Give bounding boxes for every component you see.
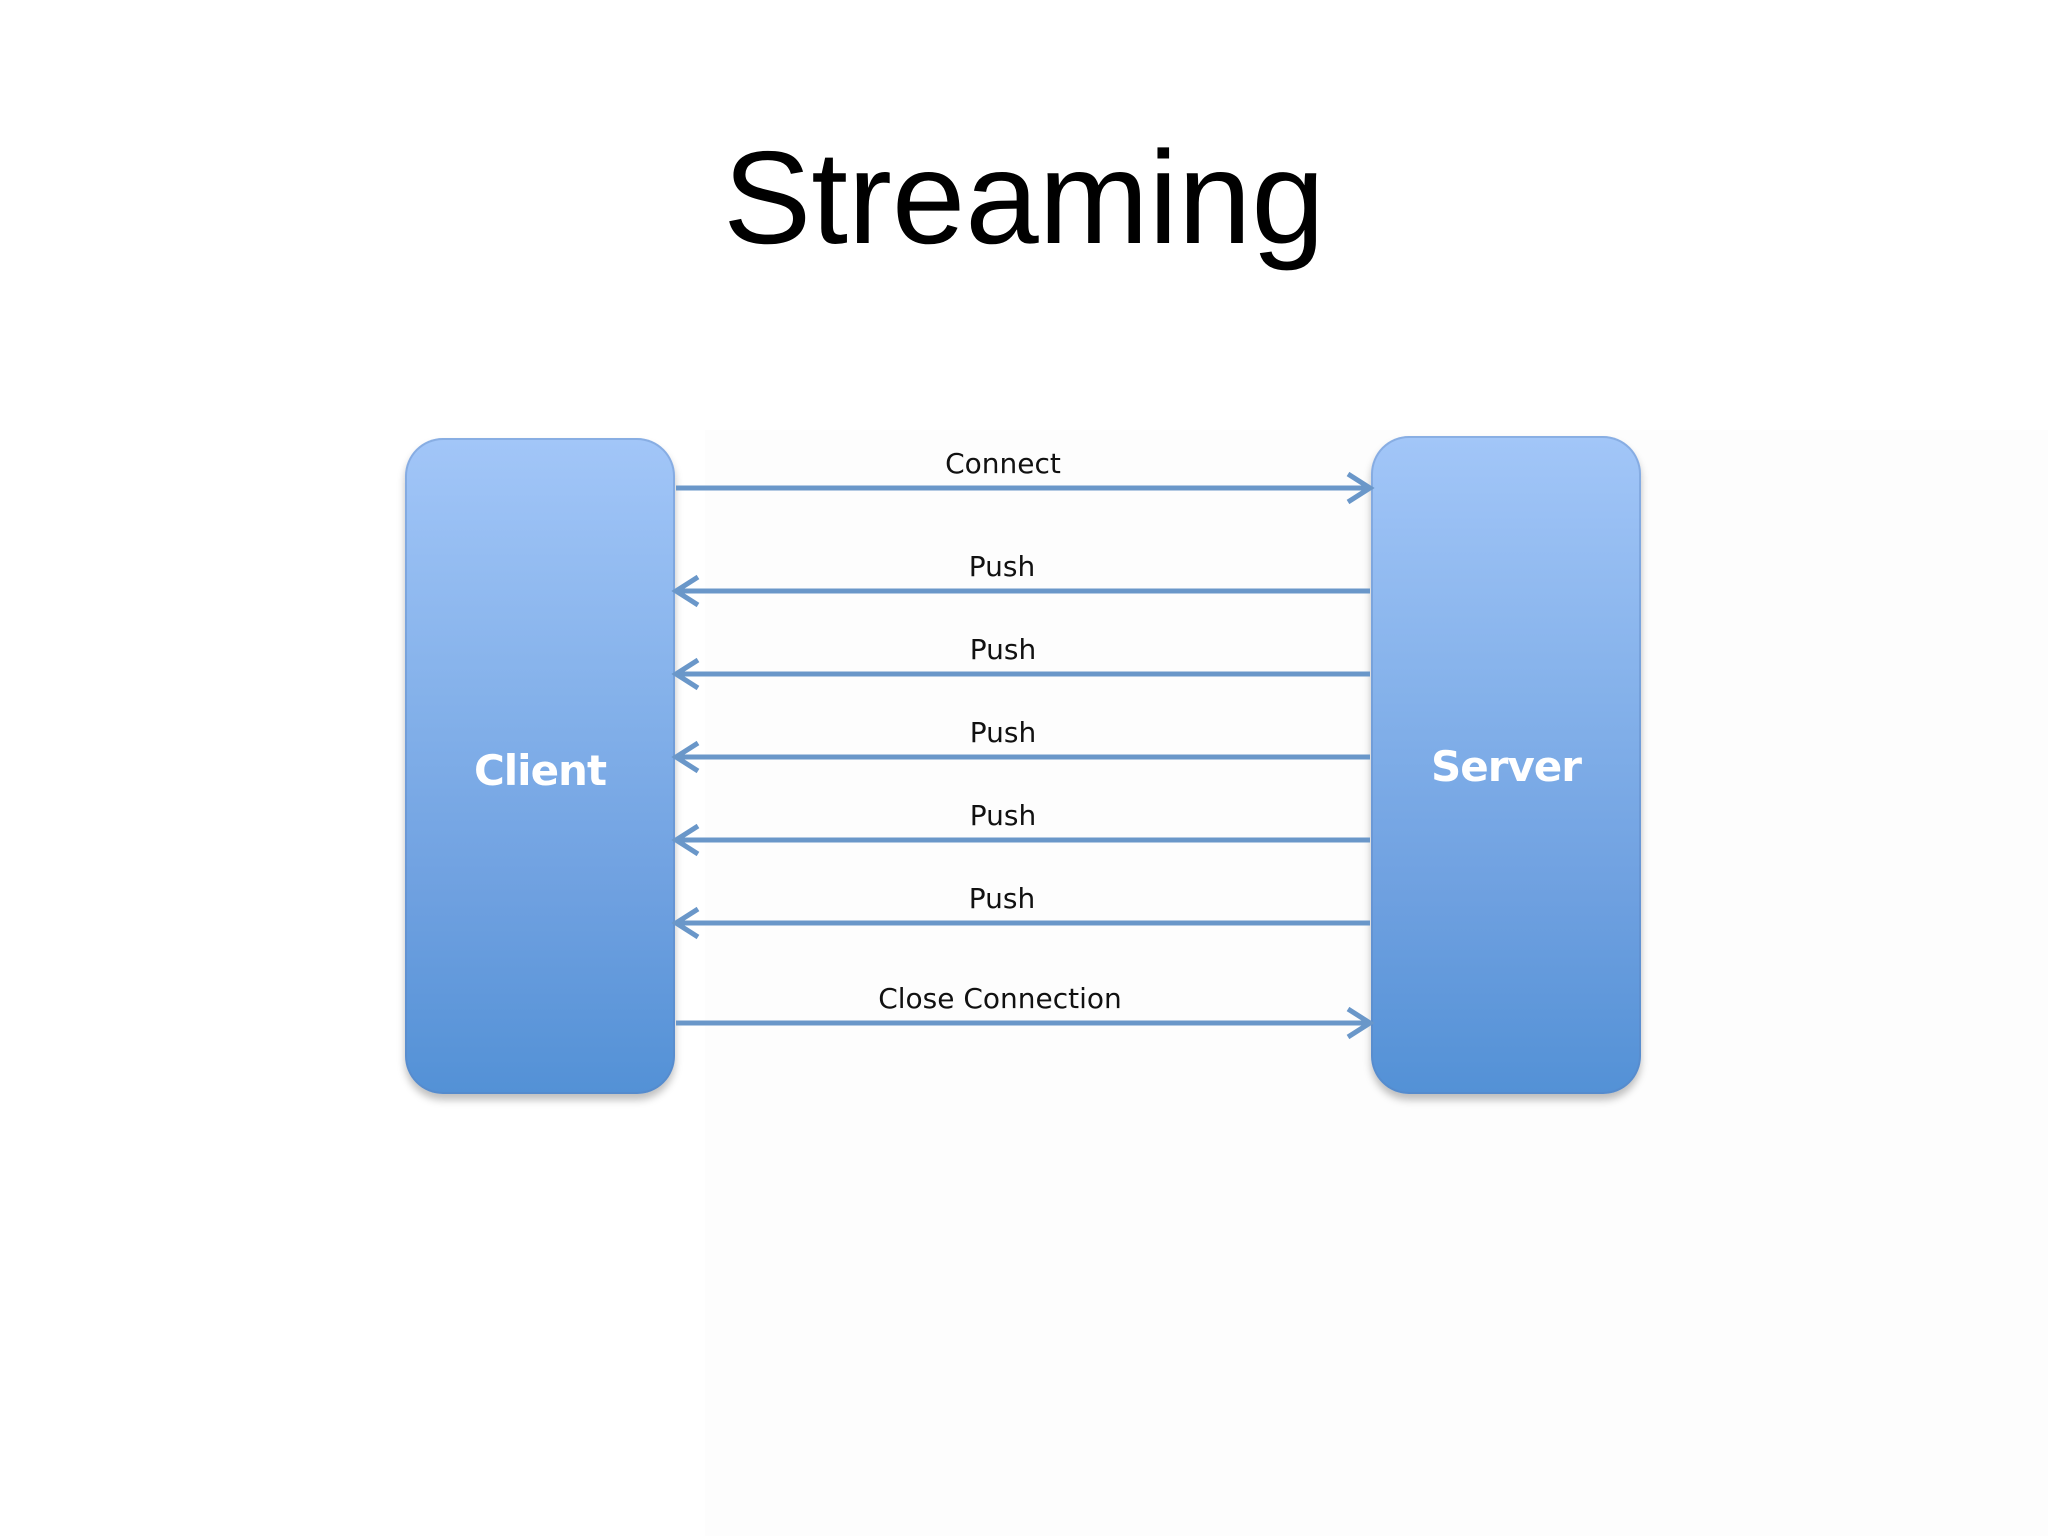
message-arrow-7: Close Connection — [676, 982, 1375, 1040]
server-node: Server — [1371, 436, 1641, 1094]
arrowhead-icon — [671, 657, 700, 691]
message-label: Push — [970, 799, 1036, 832]
arrowhead-icon — [1346, 471, 1375, 505]
arrowhead-icon — [671, 906, 700, 940]
slide-title: Streaming — [723, 124, 1325, 271]
message-label: Connect — [945, 447, 1061, 480]
message-label: Push — [969, 882, 1035, 915]
arrowhead-icon — [671, 574, 700, 608]
message-arrow-5: Push — [671, 799, 1370, 857]
arrowhead-icon — [671, 823, 700, 857]
arrowhead-icon — [671, 740, 700, 774]
message-label: Push — [970, 716, 1036, 749]
message-arrow-1: Connect — [676, 447, 1375, 505]
message-arrow-4: Push — [671, 716, 1370, 774]
message-arrow-6: Push — [671, 882, 1370, 940]
message-label: Push — [970, 633, 1036, 666]
client-node: Client — [405, 438, 675, 1094]
message-arrow-3: Push — [671, 633, 1370, 691]
server-label: Server — [1430, 742, 1582, 791]
message-arrow-2: Push — [671, 550, 1370, 608]
client-label: Client — [473, 746, 607, 795]
message-label: Close Connection — [878, 982, 1122, 1015]
message-label: Push — [969, 550, 1035, 583]
arrowhead-icon — [1346, 1006, 1375, 1040]
